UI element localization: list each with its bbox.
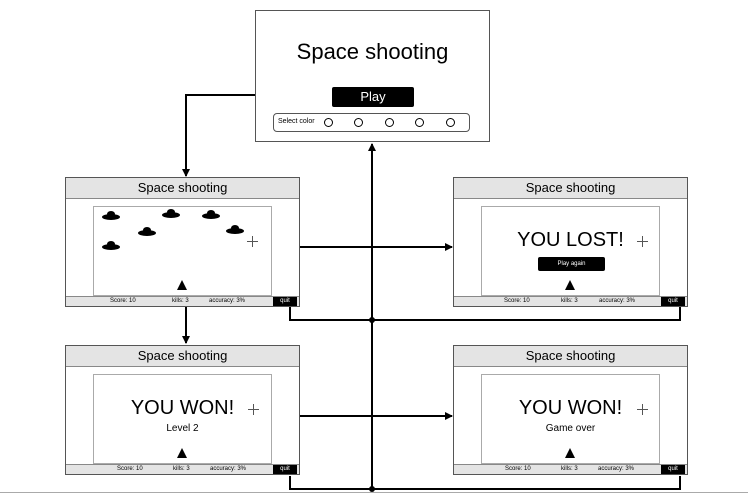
level-label: Level 2: [166, 423, 199, 434]
player-ship-icon: [177, 448, 187, 458]
crosshair-icon: [637, 236, 648, 247]
score-text: Score: 10: [504, 298, 530, 304]
start-screen: Space shooting Play Select color: [255, 10, 490, 142]
won-headline: YOU WON!: [130, 397, 235, 419]
color-option-3[interactable]: [385, 118, 394, 127]
accuracy-text: accuracy: 3%: [210, 466, 247, 472]
ufo-icon: [138, 227, 156, 236]
play-button[interactable]: Play: [332, 87, 414, 107]
crosshair-icon: [248, 404, 259, 415]
screen-title: Space shooting: [66, 346, 299, 367]
won-gameover-screen: Space shooting YOU WON! Game over Score:…: [453, 345, 688, 475]
player-ship-icon: [565, 448, 575, 458]
quit-line-row1: [289, 307, 681, 321]
accuracy-text: accuracy: 3%: [598, 466, 635, 472]
game-over-label: Game over: [545, 423, 596, 434]
status-bar: Score: 10 kills: 3 accuracy: 3% quit: [66, 296, 299, 306]
crosshair-icon: [247, 236, 258, 247]
bottom-divider: [0, 492, 748, 493]
quit-button[interactable]: quit: [273, 297, 297, 306]
accuracy-text: accuracy: 3%: [599, 298, 636, 304]
kills-text: kills: 3: [561, 298, 578, 304]
player-ship-icon: [565, 280, 575, 290]
status-bar: Score: 10 kills: 3 accuracy: 3% quit: [66, 464, 299, 474]
won-headline: YOU WON!: [518, 397, 623, 419]
ufo-icon: [102, 211, 120, 220]
status-bar: Score: 10 kills: 3 accuracy: 3% quit: [454, 464, 687, 474]
junction-dot: [369, 486, 375, 492]
ufo-icon: [162, 209, 180, 218]
ufo-icon: [102, 241, 120, 250]
play-again-button[interactable]: Play again: [538, 257, 605, 271]
screen-title: Space shooting: [454, 178, 687, 199]
score-text: Score: 10: [110, 298, 136, 304]
quit-button[interactable]: quit: [273, 465, 297, 474]
kills-text: kills: 3: [172, 298, 189, 304]
junction-dot: [369, 317, 375, 323]
game-screen: Space shooting Score: 10 kills: 3 accura…: [65, 177, 300, 307]
arrow-start-to-game: [182, 94, 255, 177]
ufo-icon: [226, 225, 244, 234]
color-option-1[interactable]: [324, 118, 333, 127]
kills-text: kills: 3: [561, 466, 578, 472]
player-ship-icon: [177, 280, 187, 290]
color-selector: Select color: [273, 113, 470, 132]
kills-text: kills: 3: [173, 466, 190, 472]
quit-line-row2: [289, 476, 681, 490]
color-option-5[interactable]: [446, 118, 455, 127]
ufo-icon: [202, 210, 220, 219]
score-text: Score: 10: [117, 466, 143, 472]
lost-screen: Space shooting YOU LOST! Play again Scor…: [453, 177, 688, 307]
screen-title: Space shooting: [454, 346, 687, 367]
start-title: Space shooting: [296, 39, 449, 64]
play-field: YOU WON! Level 2: [93, 374, 272, 464]
color-option-4[interactable]: [415, 118, 424, 127]
status-bar: Score: 10 kills: 3 accuracy: 3% quit: [454, 296, 687, 306]
screen-title: Space shooting: [66, 178, 299, 199]
accuracy-text: accuracy: 3%: [209, 298, 246, 304]
color-option-2[interactable]: [354, 118, 363, 127]
crosshair-icon: [637, 404, 648, 415]
won-level-screen: Space shooting YOU WON! Level 2 Score: 1…: [65, 345, 300, 475]
play-field: [93, 206, 272, 296]
lost-headline: YOU LOST!: [517, 229, 624, 251]
score-text: Score: 10: [505, 466, 531, 472]
play-field: YOU WON! Game over: [481, 374, 660, 464]
quit-button[interactable]: quit: [661, 465, 685, 474]
play-field: YOU LOST! Play again: [481, 206, 660, 296]
select-color-label: Select color: [278, 118, 315, 125]
quit-button[interactable]: quit: [661, 297, 685, 306]
